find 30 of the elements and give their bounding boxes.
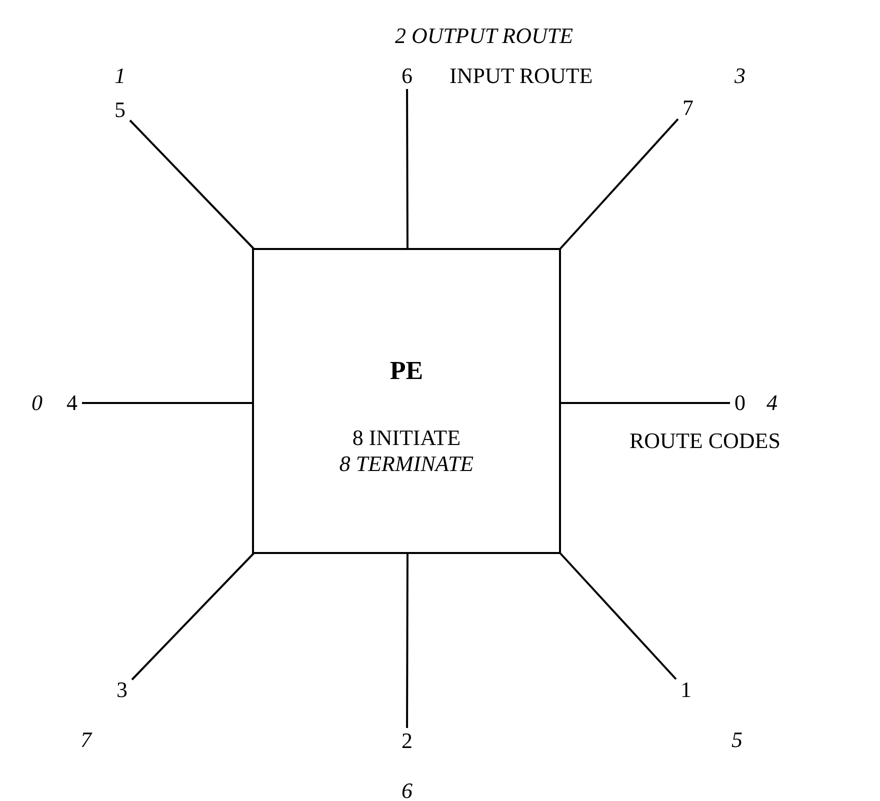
- reference-numeral: 4: [766, 390, 778, 416]
- terminal-number: 5: [110, 97, 130, 123]
- reference-numeral: 7: [80, 727, 92, 753]
- terminal-number: 6: [397, 63, 417, 89]
- reference-numeral: 6: [402, 778, 412, 801]
- terminal-number: 2: [397, 728, 417, 754]
- signal-label: 8 TERMINATE: [339, 451, 474, 477]
- reference-numeral: 3: [734, 63, 746, 89]
- terminal-number: 3: [112, 677, 132, 703]
- process-box: [252, 248, 561, 554]
- route-label: ROUTE CODES: [630, 428, 780, 454]
- block-label: PE: [390, 358, 424, 384]
- terminal-number: 1: [676, 677, 696, 703]
- reference-numeral: 2 OUTPUT ROUTE: [395, 23, 574, 49]
- reference-numeral: 1: [114, 63, 126, 89]
- reference-numeral: 0: [32, 390, 42, 416]
- connector-line: [82, 402, 254, 404]
- connector-line: [559, 118, 679, 250]
- connector-line: [406, 89, 408, 249]
- connector-line: [559, 552, 677, 680]
- connector-line: [131, 552, 255, 680]
- connector-line: [129, 120, 255, 250]
- route-label: INPUT ROUTE: [450, 63, 593, 89]
- connector-line: [406, 553, 408, 728]
- terminal-number: 7: [678, 95, 698, 121]
- connector-line: [560, 402, 730, 404]
- signal-label: 8 INITIATE: [352, 425, 461, 451]
- terminal-number: 4: [62, 390, 82, 416]
- reference-numeral: 5: [732, 727, 742, 753]
- terminal-number: 0: [730, 390, 750, 416]
